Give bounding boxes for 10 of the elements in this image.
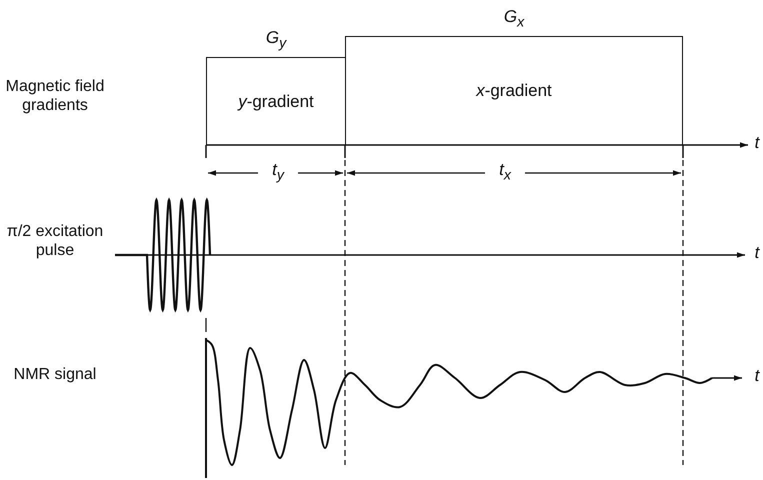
gradient-label: y-gradient: [238, 92, 314, 110]
gradient-label: x-gradient: [476, 81, 552, 100]
axis-label: t: [754, 133, 760, 152]
row-label: NMR signal: [14, 366, 96, 383]
row-label: Magnetic field gradients: [6, 78, 104, 114]
duration-label: t$_{x}$: [499, 160, 511, 179]
row-label: π/2 excitation pulse: [6, 223, 104, 260]
axis-label: t: [754, 243, 760, 262]
axis-label: t: [754, 366, 760, 385]
gradient-symbol: G$_{x}$: [504, 7, 524, 26]
